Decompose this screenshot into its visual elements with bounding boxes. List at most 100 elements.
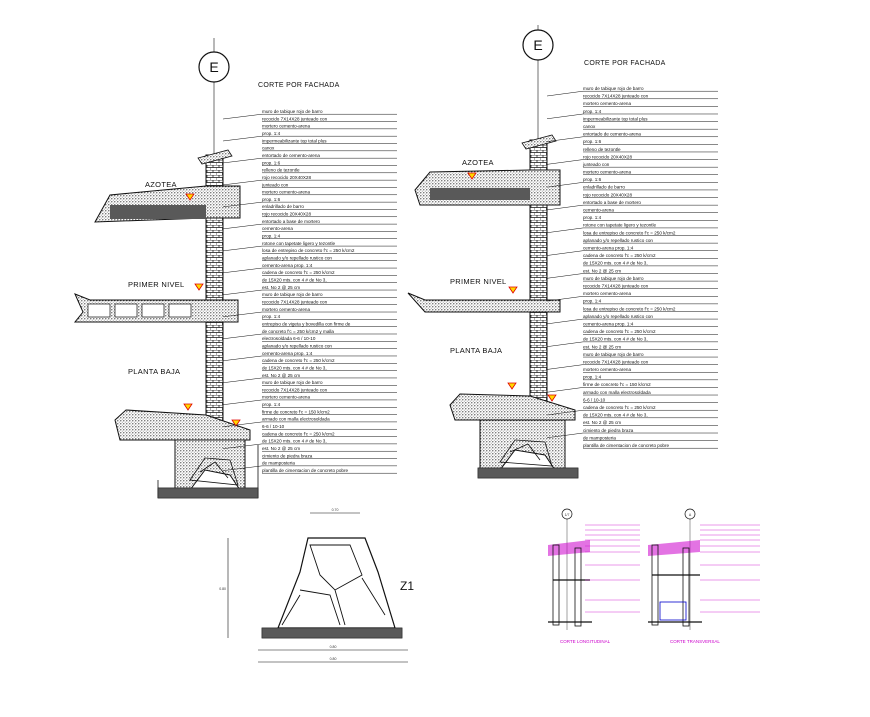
annotation-note: impermeabilizante top total plus (262, 138, 327, 143)
dim-top: 0.70 (332, 508, 339, 512)
annotation-note: cimiento de piedra braza (583, 428, 634, 433)
annotation-note: mortero cemento-arena (583, 291, 631, 296)
stone-footing (189, 457, 239, 486)
ground-slab (114, 409, 251, 441)
annotation-note: cemento-arena prop. 1:4 (262, 263, 313, 268)
leader-line (222, 443, 263, 449)
annotation-note: losa de entrepiso de concreto f'c = 250 … (262, 248, 355, 253)
leader-lines (222, 113, 397, 474)
mini-roof-accent (548, 540, 590, 556)
annotation-note: est. No 2 @ 25 cm (262, 373, 300, 378)
footing-detail: 0.70 0.80 0.80 0.80 Z1 (219, 508, 414, 663)
annotation-note: mortero cemento-arena (262, 190, 310, 195)
annotation-note: cadena de concreto f'c = 250 k/cm2 (262, 270, 335, 275)
leader-line (546, 113, 584, 120)
annotation-note: armado con malla electrosoldada (262, 417, 330, 422)
annotation-note: entortado a base de mortero (583, 200, 641, 205)
annotation-note: relleno de tezontle (262, 168, 300, 173)
roof-fill (430, 188, 530, 200)
annotation-note: muro de tabique rojo de barro (583, 352, 644, 357)
foundation (479, 419, 566, 471)
leader-line (546, 159, 584, 165)
annotation-note: plantilla de cimentacion de concreto pob… (583, 443, 670, 448)
annotation-note: rojo recocido 20X40X28 (583, 192, 632, 197)
annotation-notes: muro de tabique rojo de barro recocido 7X… (261, 109, 355, 473)
annotation-note: 6-6 / 10-10 (262, 424, 285, 429)
annotation-note: losa de entrepiso de concreto f'c = 250 … (583, 230, 676, 235)
annotation-note: de 15X20 mts. con 4 # de No 3, (262, 278, 327, 283)
dim-side: 0.80 (219, 587, 226, 591)
annotation-note: prop. 1:4 (262, 234, 281, 239)
annotation-note: muro de tabique rojo de barro (262, 109, 323, 114)
annotation-note: aplanado y/o repellado rustico con (262, 343, 332, 348)
annotation-note: de 15X20 mts. con 4 # de No 3, (262, 439, 327, 444)
annotation-note: cadena de concreto f'c = 250 k/cm2 (583, 253, 656, 258)
leader-line (222, 333, 263, 340)
annotation-note: prop. 1:6 (262, 160, 281, 165)
mini-axis-right: A (689, 513, 692, 517)
annotation-note: cemento-arena prop. 1:4 (583, 321, 634, 326)
annotation-note: cadena de concreto f'c = 250 k/cm2 (583, 329, 656, 334)
annotation-note: rojo recocido 20X40X28 (262, 175, 311, 180)
annotation-note: rojo recocido 20X40X28 (583, 154, 632, 159)
annotation-note: entortado de cemento-arena (583, 132, 641, 137)
mini-caption-right: CORTE TRANSVERSAL (670, 639, 720, 644)
leader-line (546, 90, 584, 97)
annotation-note: muro de tabique rojo de barro (262, 292, 323, 297)
annotation-note: cadena de concreto f'c = 250 k/cm2 (583, 405, 656, 410)
annotation-note: electrosoldada 6-6 / 10-10 (262, 336, 316, 341)
annotation-note: cadena de concreto f'c = 250 k/cm2 (262, 431, 335, 436)
annotation-note: aplanado y/o repellado rustico con (262, 256, 332, 261)
annotation-note: aplanado y/o repellado rustico con (583, 238, 653, 243)
dim-bottom: 0.80 (330, 645, 337, 649)
leader-line (546, 364, 584, 370)
axis-label: E (209, 59, 218, 75)
annotation-note: de mamposteria (262, 461, 295, 466)
mini-wall (552, 544, 560, 626)
lean-concrete (477, 467, 579, 479)
section-title: CORTE POR FACHADA (258, 82, 340, 89)
leader-line (546, 409, 584, 416)
mini-sections: 1/7 CORTE LONGITUDINAL A (548, 508, 760, 644)
annotation-note: muro de tabique rojo de barro (583, 276, 644, 281)
leader-line (546, 273, 584, 279)
annotation-note: impermeabilizante top total plus (583, 116, 648, 121)
level-primer-nivel: PRIMER NIVEL (128, 280, 185, 289)
annotation-note: est. No 2 @ 25 cm (583, 344, 621, 349)
annotation-note: prop. 1:6 (583, 177, 602, 182)
parapet-cap (521, 134, 557, 150)
level-primer-nivel: PRIMER NIVEL (450, 277, 507, 286)
annotation-note: recocido 7X14X28 junteado con (262, 387, 328, 392)
annotation-note: de 15X20 mts. con 4 # de No 3, (583, 261, 648, 266)
annotation-note: prop. 1:4 (583, 299, 602, 304)
level-markers (183, 193, 241, 427)
leader-line (222, 201, 263, 208)
annotation-note: recocido 7X14X28 junteado con (262, 116, 328, 121)
annotation-note: mortero cemento-arena (262, 124, 310, 129)
annotation-note: armado con malla electrosoldada (583, 390, 651, 395)
annotation-note: muro de tabique rojo de barro (583, 86, 644, 91)
annotation-note: losa de entrepiso de concreto f'c = 250 … (583, 306, 676, 311)
annotation-note: muro de tabique rojo de barro (262, 380, 323, 385)
annotation-note: rotone con tapetate ligero y tezontle (583, 223, 656, 228)
level-azotea: AZOTEA (145, 180, 177, 189)
leader-line (546, 227, 584, 233)
annotation-note: aplanado y/o repellado rustico con (583, 314, 653, 319)
annotation-note: prop. 1:4 (262, 131, 281, 136)
stone-footing (499, 439, 553, 467)
roof-fill (110, 205, 206, 219)
leader-line (222, 135, 263, 142)
first-floor-slab (407, 292, 561, 313)
annotation-note: de 15X20 mts. con 4 # de No 3, (262, 365, 327, 370)
annotation-note: firme de concreto f'c = 150 k/cm2 (262, 409, 330, 414)
leader-line (222, 179, 263, 186)
mini-roof-accent (648, 540, 700, 556)
lean-concrete (157, 487, 259, 499)
leader-line (546, 136, 584, 142)
annotation-note: est. No 2 @ 25 cm (583, 420, 621, 425)
annotation-note: prop. 1:4 (262, 402, 281, 407)
annotation-note: mortero cemento-arena (262, 307, 310, 312)
annotation-note: prop. 1:4 (262, 314, 281, 319)
axis-label: E (533, 37, 542, 53)
